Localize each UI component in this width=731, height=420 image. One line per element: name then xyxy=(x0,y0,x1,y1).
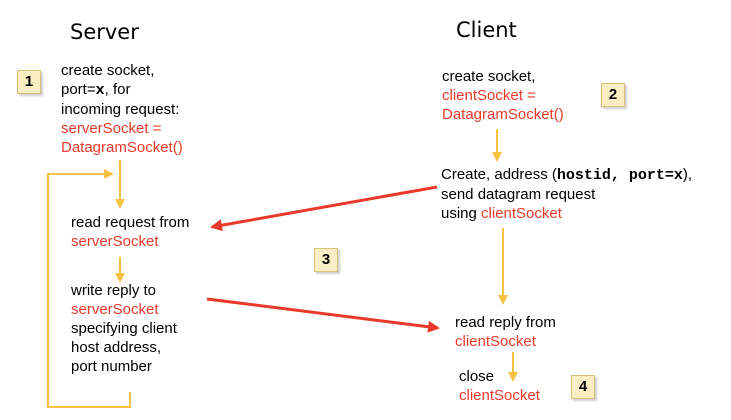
client-send-line1: Create, address (hostid, port=x), xyxy=(441,166,693,184)
client-send-line3: using clientSocket xyxy=(441,205,562,222)
client-close-line1: close xyxy=(459,368,495,385)
client-create-line2: clientSocket = xyxy=(442,87,536,104)
server-write-line2: serverSocket xyxy=(71,301,159,318)
client-send-line2: send datagram request xyxy=(441,186,596,203)
step-badge-2: 2 xyxy=(601,83,625,107)
client-create-line3: DatagramSocket() xyxy=(442,106,564,123)
client-send-block: Create, address (hostid, port=x), send d… xyxy=(441,165,692,223)
server-create-line5: DatagramSocket() xyxy=(61,139,183,156)
server-write-line3: specifying client xyxy=(71,320,177,337)
server-create-line4: serverSocket = xyxy=(61,120,162,137)
server-write-line4: host address, xyxy=(71,339,162,356)
server-read-line1: read request from xyxy=(71,214,190,231)
server-write-block: write reply to serverSocket specifying c… xyxy=(71,281,177,376)
client-create-block: create socket, clientSocket = DatagramSo… xyxy=(442,67,564,124)
server-read-block: read request from serverSocket xyxy=(71,213,189,251)
arrow-request-datagram xyxy=(210,185,438,232)
server-header: Server xyxy=(70,20,139,44)
step-badge-3: 3 xyxy=(314,248,338,272)
client-close-line2: clientSocket xyxy=(459,387,540,404)
server-create-block: create socket, port=x, for incoming requ… xyxy=(61,61,183,157)
client-read-line1: read reply from xyxy=(455,314,556,331)
client-create-line1: create socket, xyxy=(442,68,536,85)
server-create-line1: create socket, xyxy=(61,62,155,79)
client-read-line2: clientSocket xyxy=(455,333,536,350)
arrow-loop-back xyxy=(47,169,131,408)
server-write-line1: write reply to xyxy=(71,282,157,299)
step-badge-1: 1 xyxy=(17,70,41,94)
client-close-block: close clientSocket xyxy=(459,367,540,405)
arrow-reply-datagram xyxy=(206,297,440,333)
client-read-block: read reply from clientSocket xyxy=(455,313,556,351)
server-create-line2: port=x, for xyxy=(61,81,131,99)
step-badge-4: 4 xyxy=(571,375,595,399)
server-write-line5: port number xyxy=(71,358,152,375)
client-header: Client xyxy=(456,18,517,42)
server-read-line2: serverSocket xyxy=(71,233,159,250)
server-create-line3: incoming request: xyxy=(61,101,180,118)
